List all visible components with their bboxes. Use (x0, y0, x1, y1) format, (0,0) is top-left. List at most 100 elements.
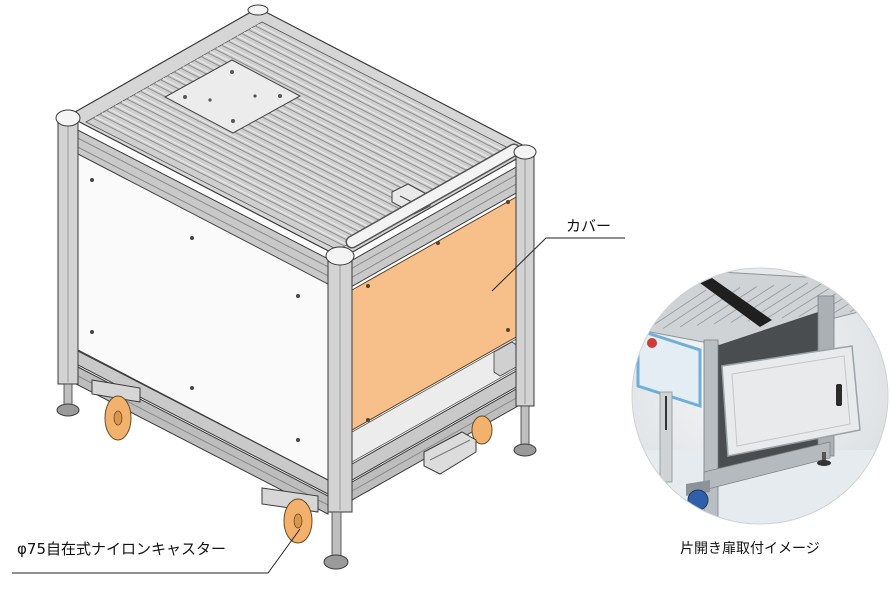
top-tube (347, 145, 519, 247)
top-slat-highlight (95, 116, 348, 246)
photo-door-inner-panel (731, 355, 851, 447)
top-slat (133, 94, 386, 224)
photo-control-panel (636, 327, 702, 409)
top-slat (234, 36, 486, 166)
foot-pad (56, 403, 80, 417)
cover-screws (366, 200, 510, 422)
top-slat (248, 29, 499, 159)
foot-pad (323, 554, 349, 570)
photo-slat (866, 273, 888, 311)
plate-hole (183, 95, 187, 99)
top-slat-highlight (122, 100, 375, 230)
photo-slat (849, 275, 888, 313)
front-top-rail-groove (341, 165, 533, 275)
top-slat (92, 117, 345, 247)
top-slat-highlight (237, 35, 488, 165)
photo-emergency-button (647, 338, 657, 348)
top-slat-highlight (135, 93, 388, 223)
caster-bracket (91, 379, 141, 403)
top-slat-highlight (108, 108, 361, 238)
top-mount-plate (163, 59, 302, 134)
photo-foot-stem (822, 452, 826, 462)
top-slats (92, 24, 509, 247)
screw (296, 438, 300, 442)
top-slat-highlight (250, 27, 502, 157)
screw (506, 200, 510, 204)
caster-hub (113, 410, 123, 426)
left-panel-screws (90, 178, 300, 442)
top-slat-highlight (128, 97, 381, 226)
post-cap (513, 144, 537, 160)
cover-label: カバー (566, 217, 612, 235)
cover-leader-line (491, 237, 625, 292)
plate-hole (278, 94, 282, 98)
photo-slat (764, 281, 826, 320)
caster-left (91, 379, 141, 441)
photo-slat (662, 288, 724, 329)
caster-label: φ75自在式ナイロンキャスター (17, 540, 226, 558)
top-slat (119, 102, 372, 232)
top-slat-highlight (230, 39, 482, 169)
top-slat-highlight (223, 43, 475, 173)
caster-wheel (471, 415, 493, 445)
foot-stem (63, 383, 73, 407)
plate-hole (208, 98, 212, 102)
post-cap (325, 246, 355, 266)
photo-caster-wheel (687, 489, 709, 511)
screw (506, 328, 510, 332)
screw (190, 236, 194, 240)
top-slat-highlight (101, 112, 355, 242)
photo-slat (730, 283, 792, 323)
front-bottom-rail-groove (351, 396, 519, 492)
plate-hole (253, 94, 257, 98)
leveling-foot-front (323, 511, 349, 570)
photo-front-post (659, 391, 673, 483)
post-cap (247, 4, 269, 16)
top-slat (255, 25, 506, 155)
top-slat (99, 113, 352, 243)
mount-plate-holes (183, 70, 282, 123)
screw (366, 418, 370, 422)
photo-black-strip (700, 278, 772, 327)
leveling-foot-left (56, 383, 80, 417)
photo-foot-pad (817, 460, 831, 466)
top-slat-highlight (216, 47, 468, 176)
top-slat-highlight (257, 24, 509, 153)
screw (90, 330, 94, 334)
leveling-foot-right (513, 405, 537, 457)
front-top-rail-groove (341, 174, 533, 284)
plate-hole (231, 119, 235, 123)
foot-stem (331, 511, 342, 557)
post-cap (55, 109, 81, 127)
top-slat (139, 90, 392, 220)
foot-stem (520, 405, 530, 447)
top-slat (112, 106, 365, 236)
door-image-caption: 片開き扉取付イメージ (680, 541, 820, 557)
door-inset-photo (632, 268, 888, 524)
plate-hole (230, 70, 234, 74)
caster-brake-pedal (423, 431, 477, 475)
photo-circle-frame (631, 267, 889, 525)
photo-slat (696, 285, 758, 326)
top-slat (126, 98, 379, 228)
left-top-rail-groove (65, 131, 343, 275)
top-slat-highlight (243, 31, 495, 161)
top-slat (106, 110, 359, 239)
screw (366, 284, 370, 288)
photo-slat (645, 289, 707, 331)
top-slat (241, 33, 493, 162)
left-top-rail-groove (65, 140, 343, 284)
caster-hub (293, 513, 303, 529)
caster-right (423, 415, 493, 475)
caster-leader-line (12, 528, 301, 574)
caster-front (261, 487, 319, 544)
top-slat (214, 48, 466, 178)
foot-pad (513, 443, 537, 457)
top-slat (227, 40, 479, 170)
brake-pedal-edge (429, 439, 471, 461)
top-slat-highlight (115, 104, 368, 234)
screw (436, 241, 440, 245)
screw (190, 386, 194, 390)
